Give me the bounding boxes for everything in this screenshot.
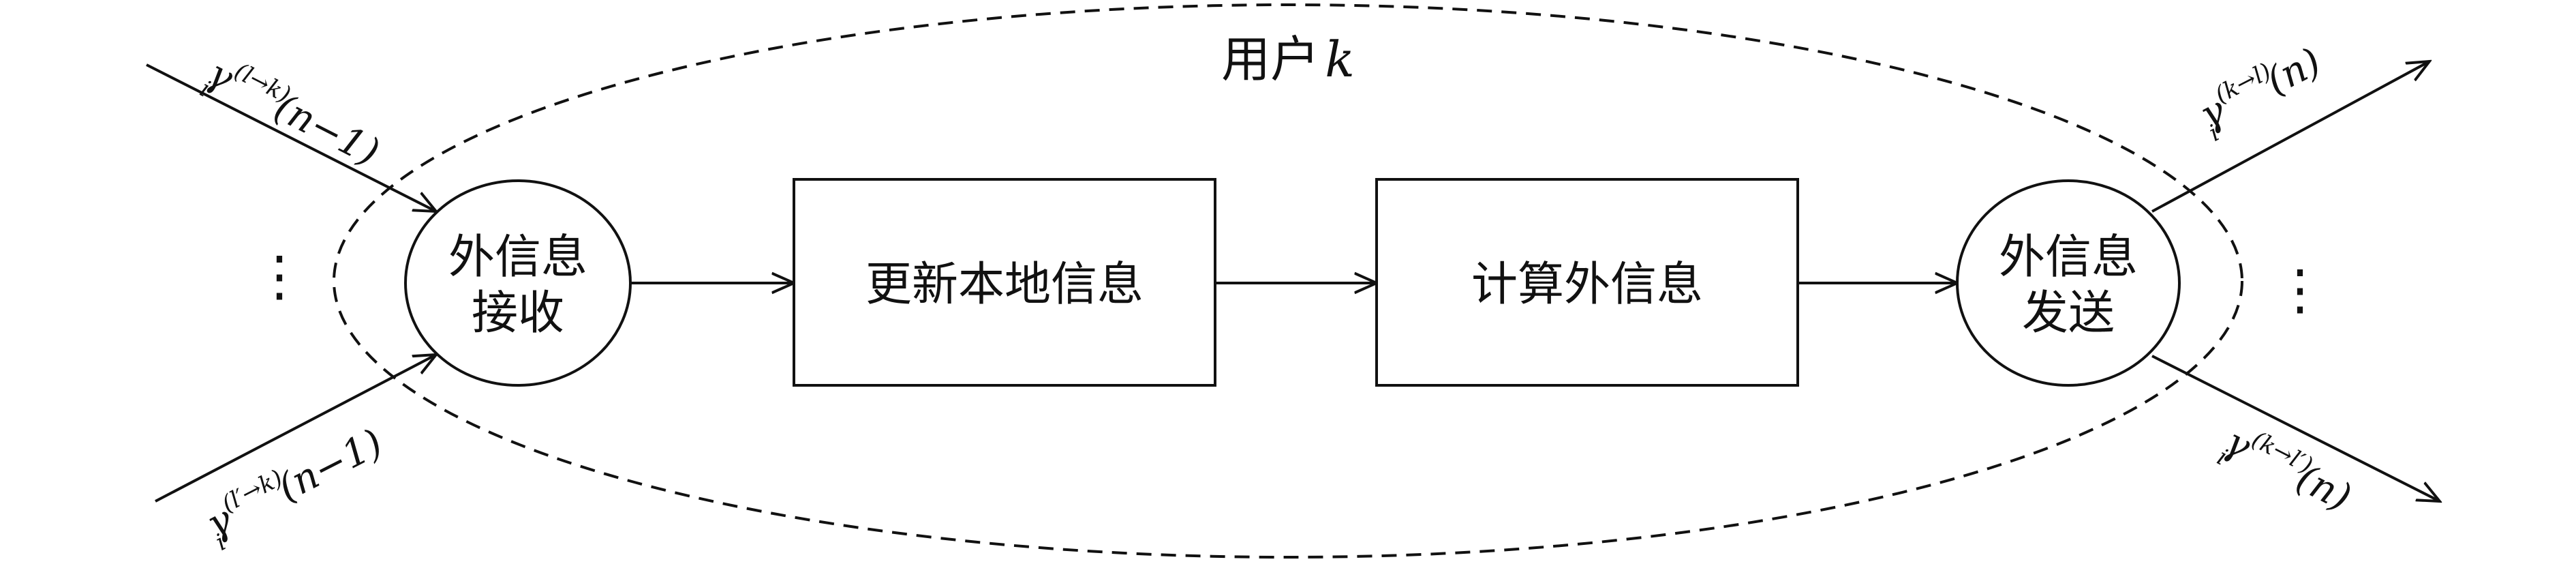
compute-extrinsic-info-label: 计算外信息	[1471, 258, 1703, 312]
incoming-bottom-edge-label: γ(l′→k)i(n−1)	[197, 417, 395, 556]
receive-node-label-line1: 外信息	[448, 231, 587, 284]
receive-node-label-line2: 接收	[472, 286, 564, 340]
incoming-arrow-bottom	[155, 355, 436, 503]
user-group-ellipse	[333, 3, 2243, 559]
outgoing-bottom-edge-label: γ(k→l′)i(n)	[2213, 415, 2360, 529]
send-node	[1956, 179, 2181, 387]
svg-text:γ(k→l)i(n): γ(k→l)i(n)	[2190, 36, 2333, 147]
incoming-ellipsis: ⋮	[252, 244, 307, 308]
outgoing-ellipsis: ⋮	[2273, 258, 2327, 321]
outgoing-arrow-bottom	[2151, 355, 2440, 501]
svg-text:γ(k→l′)i(n): γ(k→l′)i(n)	[2213, 415, 2360, 529]
send-node-label-line1: 外信息	[1999, 231, 2138, 284]
svg-text:γ(l′→k)i(n−1): γ(l′→k)i(n−1)	[197, 417, 395, 556]
update-local-info-label: 更新本地信息	[865, 258, 1144, 312]
outgoing-top-edge-label: γ(k→l)i(n)	[2190, 36, 2333, 147]
incoming-arrow-top	[146, 63, 436, 211]
compute-extrinsic-info-box	[1375, 178, 1799, 387]
svg-text:γ(l→k)i(n−1): γ(l→k)i(n−1)	[196, 47, 388, 184]
update-local-info-box	[793, 178, 1216, 387]
send-node-label-line2: 发送	[2022, 286, 2115, 340]
incoming-top-edge-label: γ(l→k)i(n−1)	[196, 47, 388, 184]
outgoing-arrow-top	[2151, 61, 2429, 213]
